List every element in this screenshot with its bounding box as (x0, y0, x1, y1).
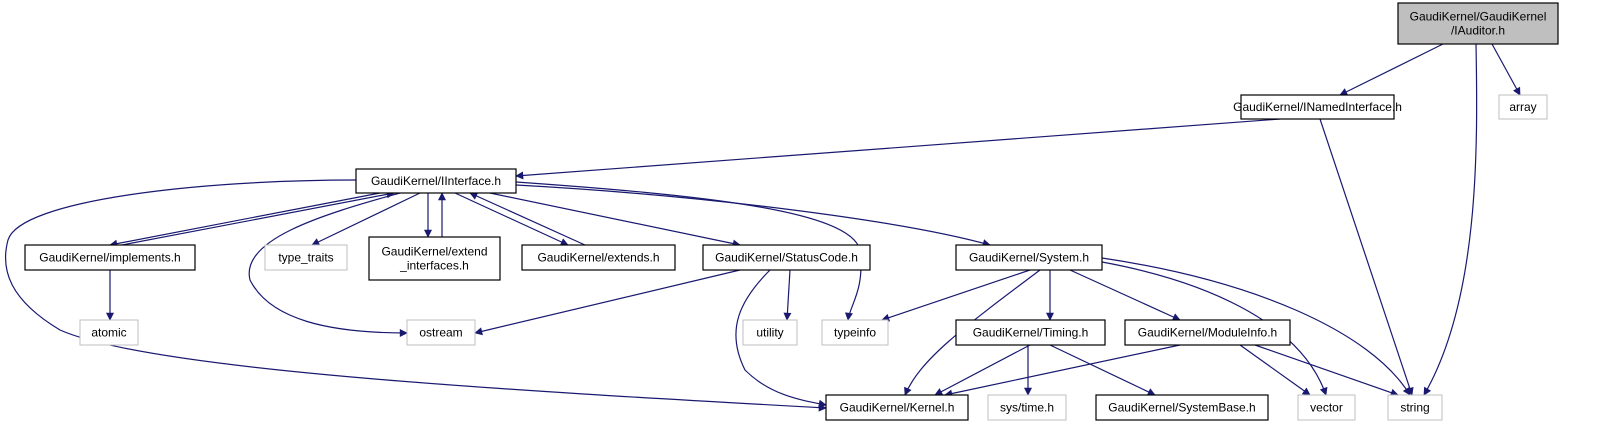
node-label: string (1400, 401, 1429, 415)
edge-implements-to-iinterface (121, 190, 395, 246)
node-extend_interfaces[interactable]: GaudiKernel/extend_interfaces.h (368, 236, 501, 281)
node-box (355, 168, 517, 194)
edge-iinterface-to-ostream (248, 192, 408, 337)
edge-iinterface-to-typeinfo (515, 181, 862, 321)
edge-moduleinfo-to-kernel (944, 344, 1181, 398)
node-box (1297, 394, 1356, 421)
node-systime: sys/time.h (987, 394, 1067, 421)
node-ostream: ostream (406, 319, 476, 346)
edge-iinterface-to-type_traits (311, 192, 421, 246)
node-label: GaudiKernel/SystemBase.h (1108, 401, 1255, 415)
node-box (1124, 319, 1291, 346)
node-box (1240, 94, 1395, 120)
node-label: typeinfo (834, 326, 876, 340)
edge-timing-to-kernel (934, 344, 1031, 396)
edge-system-to-vector (1101, 261, 1328, 396)
node-label: GaudiKernel/ModuleInfo.h (1138, 326, 1277, 340)
edge-iauditor-to-inamedinterface (1339, 43, 1444, 96)
node-box (1095, 394, 1269, 421)
node-string: string (1387, 394, 1443, 421)
node-box (955, 319, 1106, 346)
node-label: sys/time.h (1000, 401, 1054, 415)
edge-extends-to-iinterface (469, 192, 586, 246)
node-box (821, 319, 889, 346)
edge-moduleinfo-to-string (1254, 344, 1399, 397)
node-label: GaudiKernel/IInterface.h (371, 174, 501, 188)
node-label: atomic (91, 326, 126, 340)
node-iinterface[interactable]: GaudiKernel/IInterface.h (355, 168, 517, 194)
node-label: GaudiKernel/Kernel.h (840, 401, 955, 415)
node-label: GaudiKernel/GaudiKernel (1410, 10, 1547, 24)
edge-system-to-moduleinfo (1069, 269, 1181, 321)
node-kernel[interactable]: GaudiKernel/Kernel.h (825, 394, 969, 421)
node-vector: vector (1297, 394, 1356, 421)
node-timing[interactable]: GaudiKernel/Timing.h (955, 319, 1106, 346)
edge-iinterface-to-statuscode (489, 192, 741, 248)
edge-moduleinfo-to-vector (1239, 344, 1311, 396)
node-label: utility (756, 326, 783, 340)
node-label: array (1509, 100, 1536, 114)
edge-statuscode-to-utility (783, 269, 792, 321)
edge-timing-to-systembase (1049, 344, 1156, 396)
node-label: GaudiKernel/Timing.h (973, 326, 1089, 340)
edge-inamedinterface-to-iinterface (515, 118, 1281, 180)
node-box (1498, 94, 1548, 120)
node-systembase[interactable]: GaudiKernel/SystemBase.h (1095, 394, 1269, 421)
edge-iinterface-to-system (515, 184, 991, 247)
edge-iauditor-to-array (1491, 43, 1521, 96)
node-box (406, 319, 476, 346)
node-label: ostream (419, 326, 462, 340)
node-box (987, 394, 1067, 421)
node-box (955, 244, 1103, 271)
node-utility: utility (742, 319, 798, 346)
node-box (742, 319, 798, 346)
node-moduleinfo[interactable]: GaudiKernel/ModuleInfo.h (1124, 319, 1291, 346)
node-label: GaudiKernel/extends.h (537, 251, 659, 265)
node-box (825, 394, 969, 421)
node-label: GaudiKernel/System.h (969, 251, 1089, 265)
edge-iinterface-to-extends (454, 192, 569, 246)
node-label: GaudiKernel/INamedInterface.h (1233, 100, 1402, 114)
edge-system-to-typeinfo (881, 269, 1031, 322)
edges (4, 43, 1521, 412)
node-label: /IAuditor.h (1451, 24, 1505, 38)
edge-system-to-kernel (904, 269, 1041, 396)
node-extends[interactable]: GaudiKernel/extends.h (521, 244, 676, 271)
edge-statuscode-to-kernel (735, 269, 827, 408)
node-type_traits: type_traits (264, 244, 348, 271)
node-box (79, 319, 139, 346)
edge-inamedinterface-to-string (1319, 118, 1414, 396)
node-label: GaudiKernel/implements.h (39, 251, 180, 265)
node-box (368, 236, 501, 281)
node-typeinfo: typeinfo (821, 319, 889, 346)
node-label: GaudiKernel/StatusCode.h (715, 251, 858, 265)
node-statuscode[interactable]: GaudiKernel/StatusCode.h (702, 244, 871, 271)
node-box (264, 244, 348, 271)
node-system[interactable]: GaudiKernel/System.h (955, 244, 1103, 271)
node-atomic: atomic (79, 319, 139, 346)
node-inamedinterface[interactable]: GaudiKernel/INamedInterface.h (1233, 94, 1402, 120)
node-label: _interfaces.h (399, 259, 469, 273)
node-label: type_traits (278, 251, 333, 265)
node-iauditor[interactable]: GaudiKernel/GaudiKernel/IAuditor.h (1397, 2, 1559, 45)
edge-iinterface-to-implements (109, 192, 381, 248)
node-label: GaudiKernel/extend (381, 245, 487, 259)
node-box (24, 244, 196, 271)
node-box (1397, 2, 1559, 45)
node-box (1387, 394, 1443, 421)
node-box (702, 244, 871, 271)
edge-statuscode-to-ostream (474, 269, 741, 336)
edge-iinterface-to-kernel (4, 179, 827, 412)
node-box (521, 244, 676, 271)
edge-iauditor-to-string (1423, 43, 1478, 396)
node-array: array (1498, 94, 1548, 120)
node-label: vector (1310, 401, 1343, 415)
node-implements[interactable]: GaudiKernel/implements.h (24, 244, 196, 271)
nodes: GaudiKernel/GaudiKernel/IAuditor.hGaudiK… (24, 2, 1559, 421)
edge-system-to-string (1101, 257, 1411, 396)
